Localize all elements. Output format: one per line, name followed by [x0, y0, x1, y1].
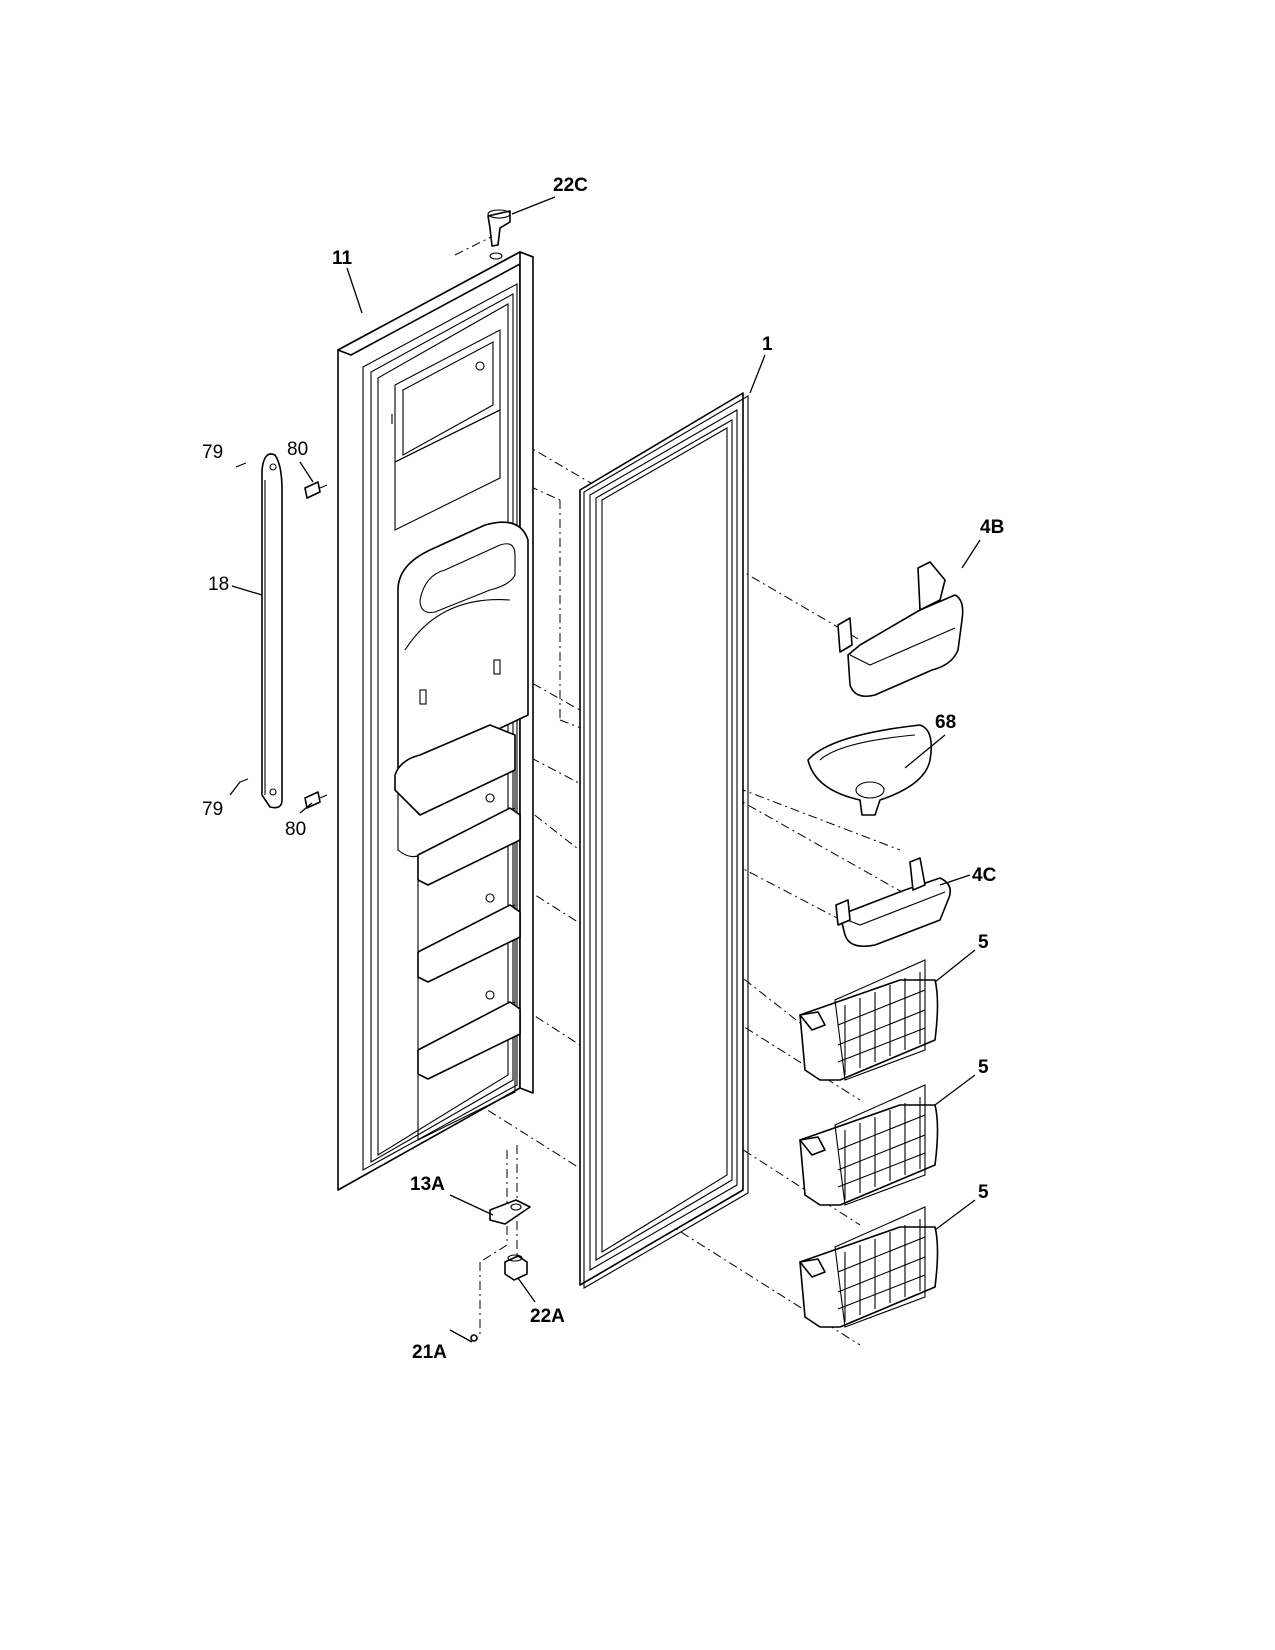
callout-22c: 22C	[553, 175, 588, 196]
callout-80-lower: 80	[285, 819, 306, 840]
handle-screws	[304, 481, 328, 809]
callout-21a: 21A	[412, 1342, 447, 1363]
callout-4c: 4C	[972, 865, 997, 886]
callout-79-upper: 79	[202, 442, 223, 463]
door-assembly	[337, 251, 534, 1191]
bottom-hinge-parts	[470, 1199, 531, 1342]
basket-5-upper	[799, 959, 939, 1081]
top-bushing	[487, 209, 511, 260]
callout-68: 68	[935, 712, 956, 733]
door-handle	[235, 453, 283, 809]
callout-5-lower: 5	[978, 1182, 989, 1203]
door-gasket	[579, 392, 749, 1289]
callout-11: 11	[332, 248, 353, 269]
callout-18: 18	[208, 574, 229, 595]
bin-4b	[837, 561, 964, 698]
callout-5-upper: 5	[978, 932, 989, 953]
basket-5-middle	[799, 1084, 939, 1206]
ice-chute-68	[807, 724, 933, 816]
callout-80-upper: 80	[287, 439, 308, 460]
callout-79-lower: 79	[202, 799, 223, 820]
callout-22a: 22A	[530, 1306, 565, 1327]
callout-5-middle: 5	[978, 1057, 989, 1078]
callout-1: 1	[762, 334, 773, 355]
leader-lines	[229, 196, 981, 1343]
callout-labels: 22C 11 1 4B 79 80 18 68 79 80 4C 5 5 5 1…	[202, 175, 1004, 1363]
bin-4c	[835, 857, 951, 948]
callout-4b: 4B	[980, 517, 1004, 538]
callout-13a: 13A	[410, 1174, 445, 1195]
basket-5-lower	[799, 1206, 939, 1328]
